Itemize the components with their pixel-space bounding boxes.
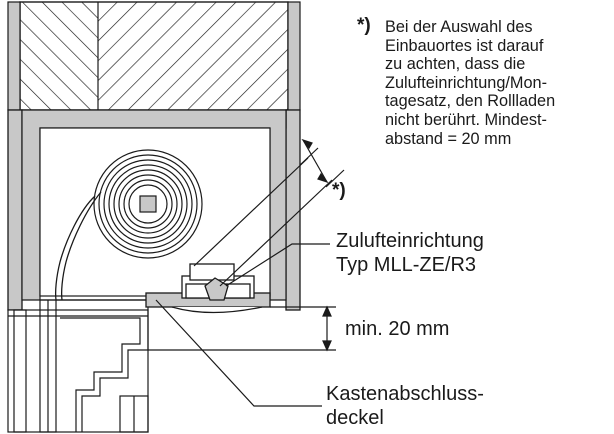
distance-marker: *): [332, 180, 346, 201]
note-line: Zulufteinrichtung/Mon-: [385, 73, 547, 92]
device-label-line2: Typ MLL-ZE/R3: [336, 254, 477, 276]
cover-label-line1: Kastenabschluss-: [326, 383, 484, 405]
lintel: [7, 1, 301, 111]
note-marker: *): [357, 15, 371, 36]
ventilation-device: [145, 263, 271, 314]
window-frame-lower: [7, 299, 300, 433]
min-distance-label: min. 20 mm: [345, 318, 450, 340]
note-line: zu achten, dass die: [385, 55, 526, 74]
device-label-line1: Zulufteinrichtung: [336, 230, 484, 252]
note-line: Bei der Auswahl des: [385, 18, 533, 36]
note-line: tagesatz, den Rollladen: [385, 92, 556, 111]
cover-label-line2: deckel: [326, 407, 384, 429]
note-line: nicht berührt. Mindest-: [385, 110, 547, 129]
note-line: abstand = 20 mm: [385, 129, 512, 148]
leader-lines: [155, 243, 330, 407]
clearance-dimension: [193, 138, 345, 287]
clearance-note: Bei der Auswahl des Einbauortes ist dara…: [385, 18, 607, 148]
min-distance-dimension: [270, 305, 336, 352]
note-line: Einbauortes ist darauf: [385, 36, 544, 55]
roller-shutter-coil: [54, 149, 203, 301]
